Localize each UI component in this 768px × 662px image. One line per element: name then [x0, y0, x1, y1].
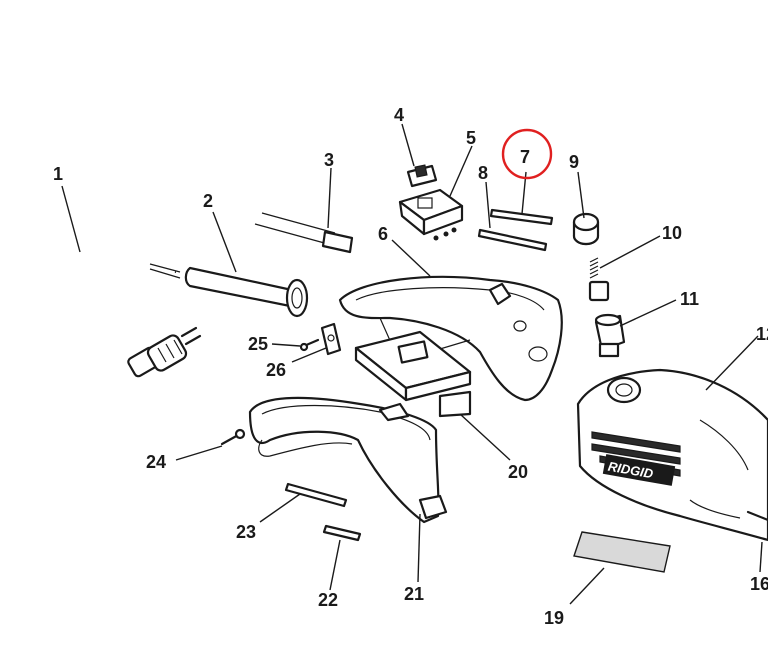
part-7-rod	[489, 208, 554, 226]
part-19-label-plate	[573, 531, 671, 573]
part-26-clip	[320, 322, 342, 356]
part-2-cord-protector	[184, 266, 309, 318]
part-25-screw	[299, 338, 320, 352]
part-20-switch-bracket	[354, 330, 472, 418]
label-11: 11	[680, 289, 699, 309]
part-1-power-cord	[27, 247, 202, 383]
label-6: 6	[378, 224, 388, 244]
label-19: 19	[544, 608, 564, 628]
label-24: 24	[146, 452, 166, 472]
label-26: 26	[266, 360, 286, 380]
part-8-rod	[477, 228, 548, 252]
label-23: 23	[236, 522, 256, 542]
label-4: 4	[394, 105, 404, 125]
label-10: 10	[662, 223, 682, 243]
part-12-motor-housing: RIDGID	[576, 368, 768, 542]
part-9-bushing	[572, 212, 600, 246]
part-16-pin	[746, 510, 768, 522]
label-7: 7	[520, 147, 530, 167]
label-3: 3	[324, 150, 334, 170]
part-22-pin	[322, 524, 362, 542]
label-22: 22	[318, 590, 338, 610]
label-20: 20	[508, 462, 528, 482]
part-21-handle-half	[248, 396, 448, 524]
part-5-switch-module	[398, 188, 464, 241]
label-12: 12	[756, 324, 768, 344]
label-1: 1	[53, 164, 63, 184]
label-21: 21	[404, 584, 424, 604]
plug-icon	[127, 326, 202, 378]
part-4-chip	[406, 164, 438, 188]
label-16: 16	[750, 574, 768, 594]
part-labels: 1 2 3 4 5 6 7 8 9 10 11 12 16 19 20 21 2…	[53, 105, 768, 628]
label-5: 5	[466, 128, 476, 148]
part-24-screw	[220, 428, 246, 446]
part-11-brush-cap	[594, 313, 626, 358]
label-9: 9	[569, 152, 579, 172]
ridgid-logo: RIDGID	[602, 454, 676, 486]
part-3-lead-block	[254, 212, 354, 254]
label-2: 2	[203, 191, 213, 211]
part-6-handle-housing	[338, 275, 563, 402]
part-10-brush	[588, 257, 610, 302]
label-8: 8	[478, 163, 488, 183]
highlight-circle	[501, 128, 553, 180]
part-23-pin	[284, 482, 348, 508]
label-25: 25	[248, 334, 268, 354]
